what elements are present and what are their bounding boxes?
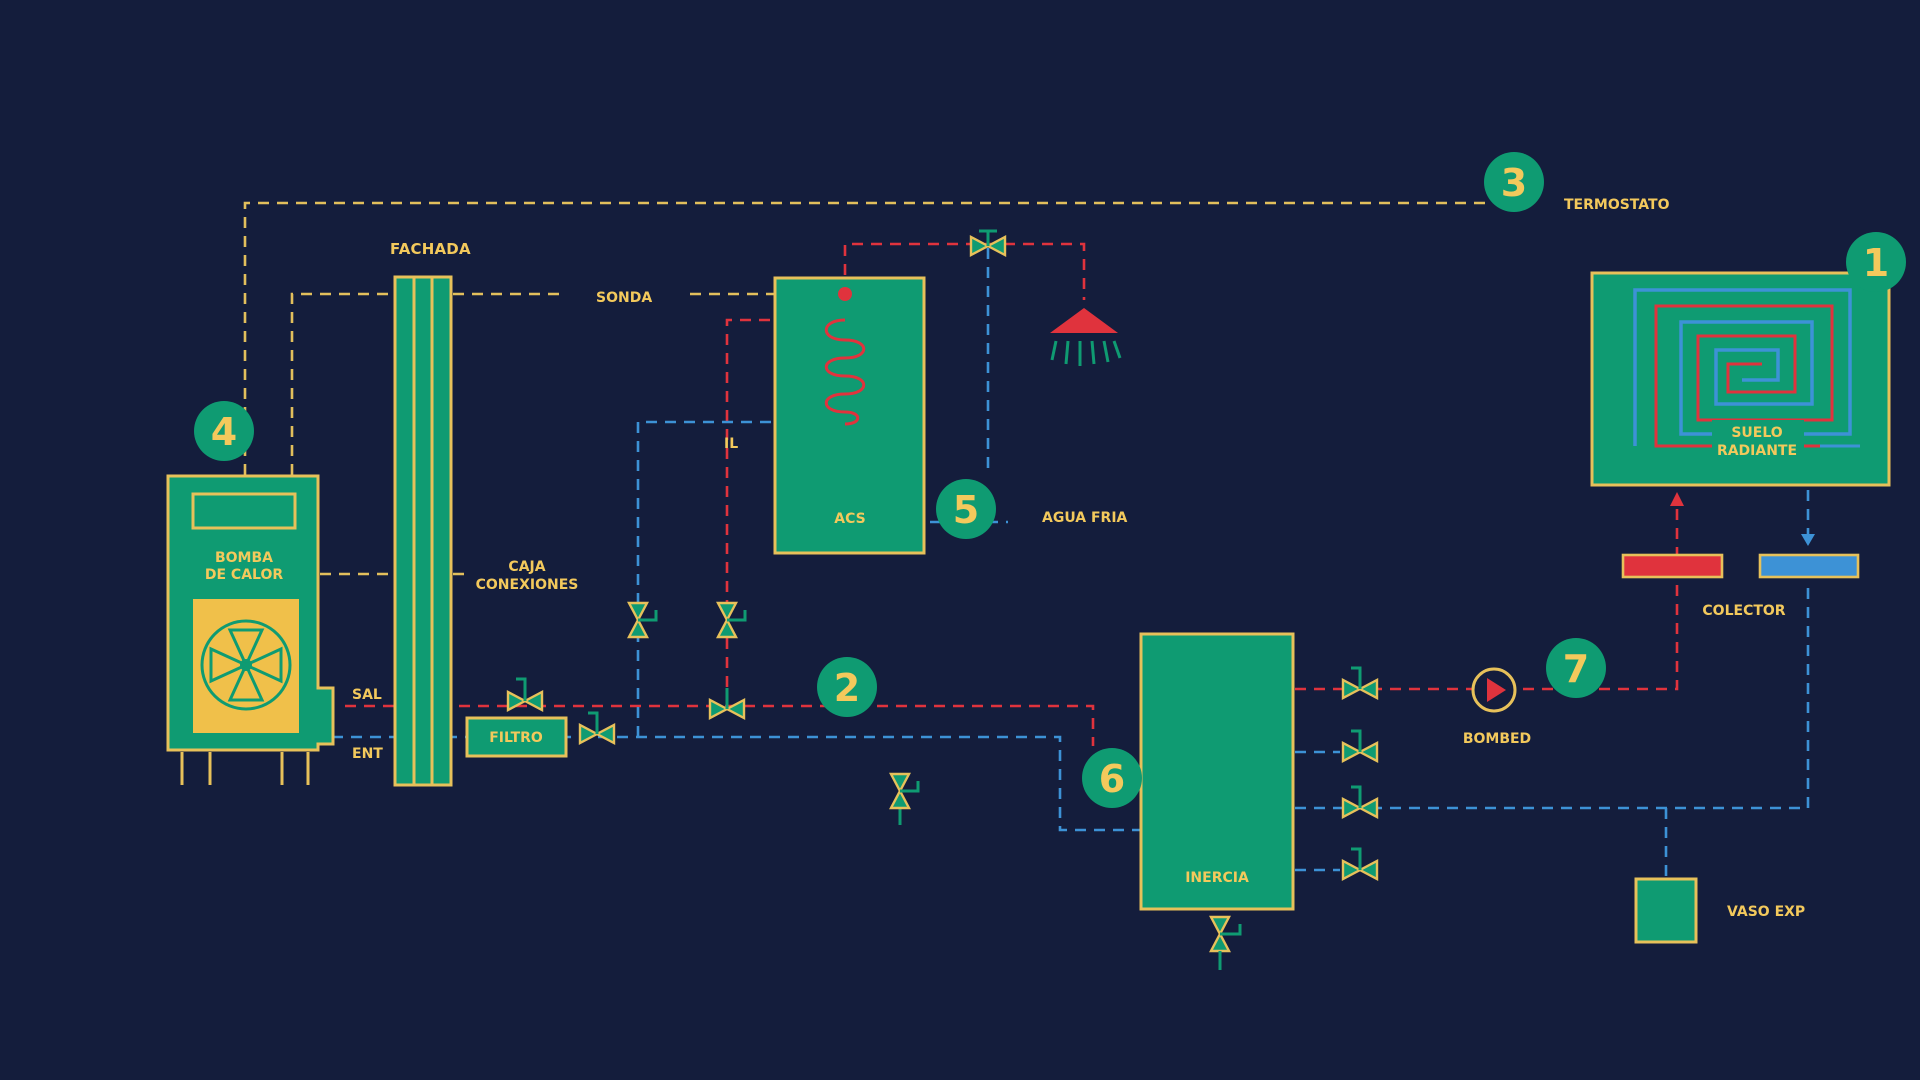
valve-coil-feed — [716, 601, 747, 639]
valve-buffer-3 — [1341, 785, 1379, 819]
supply-line-main — [345, 704, 1095, 746]
marker-7-number: 7 — [1563, 647, 1589, 691]
marker-2: 2 — [817, 657, 877, 717]
floor-supply-line — [1295, 502, 1679, 691]
filter — [465, 716, 568, 758]
marker-1: 1 — [1846, 232, 1906, 292]
junction-box-label-2: CONEXIONES — [476, 577, 579, 593]
thermostat-label: TERMOSTATO — [1564, 197, 1670, 213]
expansion-vessel-label: VASO EXP — [1727, 904, 1805, 920]
heat-pump-legs — [180, 752, 310, 785]
underfloor-label-1: SUELO — [1731, 425, 1782, 441]
facade-wall — [393, 275, 453, 787]
floor-loop-blue — [1633, 288, 1852, 446]
heat-pump-display — [191, 492, 297, 530]
marker-6-number: 6 — [1099, 757, 1125, 801]
valve-buffer-1 — [1341, 666, 1379, 700]
valve-buffer-drain — [1209, 915, 1242, 970]
collector-supply — [1621, 553, 1724, 579]
marker-5-number: 5 — [953, 488, 979, 532]
hot-lines — [345, 242, 1679, 746]
valve-supply-left — [506, 677, 544, 712]
acs-tank — [773, 276, 926, 555]
shower-head-icon — [1050, 308, 1122, 366]
fan-icon — [200, 619, 292, 711]
marker-5: 5 — [936, 479, 996, 539]
heat-pump-label-2: DE CALOR — [205, 567, 283, 583]
valve-acs-return — [627, 601, 658, 639]
heat-pump-label-1: BOMBA — [215, 550, 273, 566]
heating-coil — [824, 318, 866, 426]
valve-buffer-4 — [1341, 847, 1379, 881]
probe-sensor — [838, 287, 852, 301]
valve-buffer-2 — [1341, 729, 1379, 763]
cold-water-label: AGUA FRIA — [1042, 510, 1128, 526]
buffer-tank — [1139, 632, 1295, 911]
marker-7: 7 — [1546, 638, 1606, 698]
hot-water-outlet-line — [843, 242, 1086, 300]
collector-label: COLECTOR — [1702, 603, 1785, 619]
marker-3-number: 3 — [1501, 161, 1527, 205]
return-arrow — [1801, 534, 1815, 546]
marker-6: 6 — [1082, 748, 1142, 808]
underfloor-heating — [1590, 271, 1891, 487]
supply-out-label: SAL — [352, 687, 382, 703]
buffer-tank-label: INERCIA — [1185, 870, 1249, 886]
valve-filter-outlet — [578, 711, 616, 745]
marker-1-number: 1 — [1863, 241, 1889, 285]
valve-hot-water-outlet — [969, 229, 1007, 257]
return-in-label: ENT — [352, 746, 383, 762]
thermostat-line — [243, 201, 1487, 475]
marker-4-number: 4 — [211, 410, 237, 454]
floor-return-line — [1295, 580, 1810, 810]
marker-2-number: 2 — [834, 666, 860, 710]
acs-label: ACS — [834, 511, 865, 527]
pump-label: BOMBED — [1463, 731, 1531, 747]
il-label: IL — [724, 436, 738, 452]
supply-arrow — [1670, 492, 1684, 506]
return-line-main — [332, 735, 1140, 832]
circulation-pump — [1471, 667, 1517, 713]
marker-3: 3 — [1484, 152, 1544, 212]
probe-label: SONDA — [596, 290, 652, 306]
underfloor-label-2: RADIANTE — [1717, 443, 1797, 459]
heat-pump — [166, 474, 335, 785]
filter-label: FILTRO — [489, 730, 543, 746]
valve-drain-mid — [889, 772, 920, 810]
junction-box-label-1: CAJA — [508, 559, 545, 575]
valve-diverter — [708, 688, 746, 720]
collector-return — [1758, 553, 1860, 579]
facade-label: FACHADA — [390, 240, 471, 258]
expansion-vessel — [1634, 877, 1698, 944]
probe-line — [290, 292, 560, 475]
marker-4: 4 — [194, 401, 254, 461]
floor-loop-red — [1654, 304, 1834, 448]
